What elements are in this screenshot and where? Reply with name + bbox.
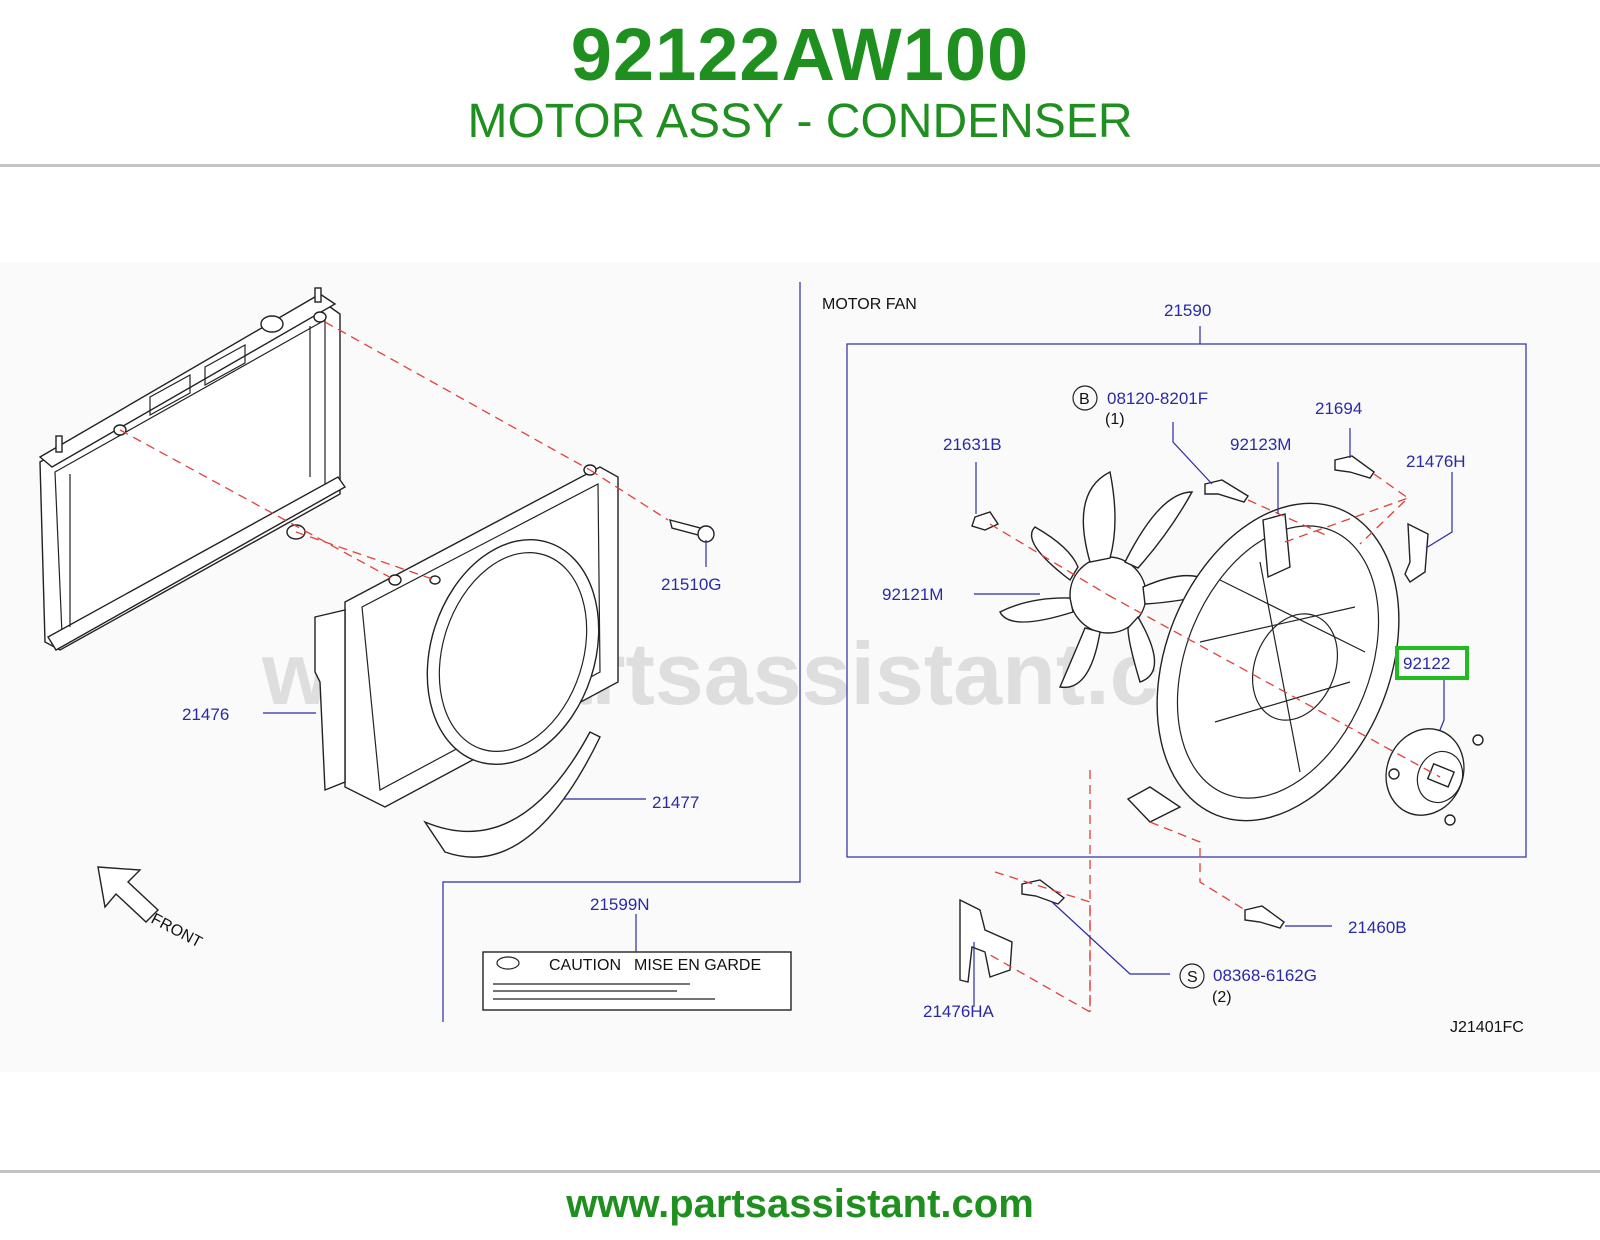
fan-shroud-drawing — [314, 464, 619, 808]
callout-21590[interactable]: 21590 — [1164, 301, 1211, 320]
callout-21476[interactable]: 21476 — [182, 705, 229, 724]
motor-fan-group-box — [846, 343, 1527, 858]
qty-08368: (2) — [1212, 989, 1232, 1006]
highlight-box-92122 — [1395, 646, 1469, 680]
callout-21631b[interactable]: 21631B — [943, 435, 1002, 454]
section-title: MOTOR FAN — [822, 296, 917, 313]
motor-assy-drawing — [1385, 728, 1484, 826]
callout-92121m[interactable]: 92121M — [882, 585, 943, 604]
assembly-dash-lines — [119, 321, 1441, 1014]
caution-text: CAUTION — [549, 957, 621, 974]
callout-21477[interactable]: 21477 — [652, 793, 699, 812]
callout-92123m[interactable]: 92123M — [1230, 435, 1291, 454]
callout-08120-8201f[interactable]: 08120-8201F — [1107, 389, 1208, 408]
callout-21694[interactable]: 21694 — [1315, 399, 1362, 418]
footer-divider — [0, 1170, 1600, 1173]
prefix-circle-b — [1072, 385, 1098, 411]
callout-21510g[interactable]: 21510G — [661, 575, 722, 594]
figure-code: J21401FC — [1450, 1019, 1524, 1036]
parts-diagram: www.partsassistant.com — [0, 262, 1600, 1072]
part-name-subtitle: MOTOR ASSY - CONDENSER — [467, 95, 1133, 148]
caution-label-drawing — [482, 951, 792, 1011]
radiator-drawing — [38, 287, 347, 651]
motor-fan-shroud-drawing — [1126, 502, 1400, 823]
callout-92122[interactable]: 92122 — [1403, 654, 1450, 673]
section-divider — [442, 282, 801, 1022]
callout-21599n[interactable]: 21599N — [590, 895, 650, 914]
callout-21476h[interactable]: 21476H — [1406, 452, 1466, 471]
header-divider — [0, 164, 1600, 167]
footer-url[interactable]: www.partsassistant.com — [566, 1182, 1034, 1226]
prefix-circle-s — [1179, 963, 1205, 989]
part-number-title: 92122AW100 — [570, 13, 1030, 96]
callout-leader-lines — [263, 422, 1453, 1007]
qty-08120: (1) — [1105, 411, 1125, 428]
prefix-s-text: S — [1187, 969, 1198, 986]
callout-21460b[interactable]: 21460B — [1348, 918, 1407, 937]
mise-en-garde-text: MISE EN GARDE — [634, 957, 761, 974]
front-direction-arrow — [97, 866, 160, 923]
lower-shroud-drawing — [423, 731, 601, 858]
prefix-b-text: B — [1079, 391, 1090, 408]
hardware-drawings — [959, 455, 1429, 983]
callout-08368-6162g[interactable]: 08368-6162G — [1213, 966, 1317, 985]
callout-21476ha[interactable]: 21476HA — [923, 1002, 995, 1021]
